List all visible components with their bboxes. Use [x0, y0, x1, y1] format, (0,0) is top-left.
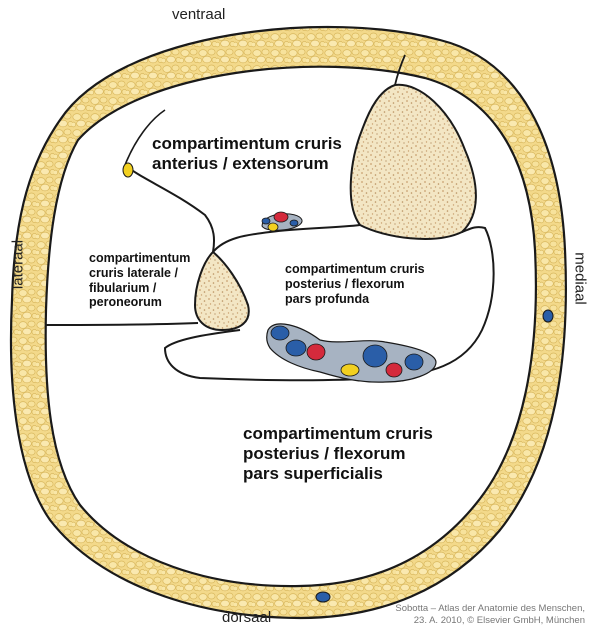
interosseous-membrane — [212, 224, 361, 253]
label-lateral-compartment: compartimentum cruris laterale / fibular… — [89, 251, 190, 310]
septum-tibia-top — [394, 54, 406, 86]
tibia — [349, 83, 477, 240]
lateral-line-4: peroneorum — [89, 295, 162, 310]
label-superficial-posterior-compartment: compartimentum cruris posterius / flexor… — [243, 424, 433, 484]
septum-anterior-upper — [124, 109, 166, 166]
superficial-line-1: compartimentum cruris — [243, 424, 433, 443]
nerve-anterior-superficial — [122, 162, 134, 178]
lateral-line-3: fibularium / — [89, 280, 157, 295]
fibular-artery — [306, 343, 326, 361]
label-bottom: dorsaal — [222, 609, 272, 626]
superficial-line-2: posterius / flexorum — [243, 444, 406, 464]
label-deep-posterior-compartment: compartimentum cruris posterius / flexor… — [285, 262, 425, 306]
anterior-line-2: anterius / extensorum — [152, 154, 329, 174]
small-saphenous-vein — [315, 591, 331, 603]
deep-line-2: posterius / flexorum — [285, 276, 405, 291]
anterior-tibial-vein-left — [261, 217, 271, 225]
lateral-line-2: cruris laterale / — [89, 265, 178, 280]
anterior-tibial-nerve — [267, 222, 279, 232]
posterior-tibial-vein-1 — [362, 344, 388, 368]
lateral-line-1: compartimentum — [89, 251, 191, 265]
label-anterior-compartment: compartimentum cruris anterius / extenso… — [152, 134, 342, 174]
septum-lateral-posterior — [45, 322, 199, 326]
deep-line-1: compartimentum cruris — [285, 262, 425, 276]
great-saphenous-vein — [542, 309, 554, 323]
anterior-tibial-artery — [273, 211, 289, 223]
septum-anterior-lateral — [124, 164, 215, 253]
fibular-vein-2 — [285, 339, 307, 357]
label-right: mediaal — [571, 252, 589, 305]
fibular-vein-1 — [270, 325, 290, 341]
credit-line-2: 23. A. 2010, © Elsevier GmbH, München — [413, 614, 585, 626]
anterior-tibial-vein-right — [289, 219, 299, 227]
tibial-nerve — [340, 363, 360, 377]
fibula — [193, 250, 250, 332]
source-credit: Sobotta – Atlas der Anatomie des Mensche… — [395, 603, 585, 627]
deep-line-3: pars profunda — [285, 291, 370, 306]
posterior-tibial-vein-2 — [404, 353, 424, 371]
anterior-line-1: compartimentum cruris — [152, 134, 342, 153]
posterior-tibial-artery — [385, 362, 403, 378]
superficial-line-3: pars superficialis — [243, 464, 383, 484]
label-left: lateraal — [9, 239, 27, 290]
credit-line-1: Sobotta – Atlas der Anatomie des Mensche… — [395, 603, 585, 614]
label-top: ventraal — [172, 6, 226, 23]
